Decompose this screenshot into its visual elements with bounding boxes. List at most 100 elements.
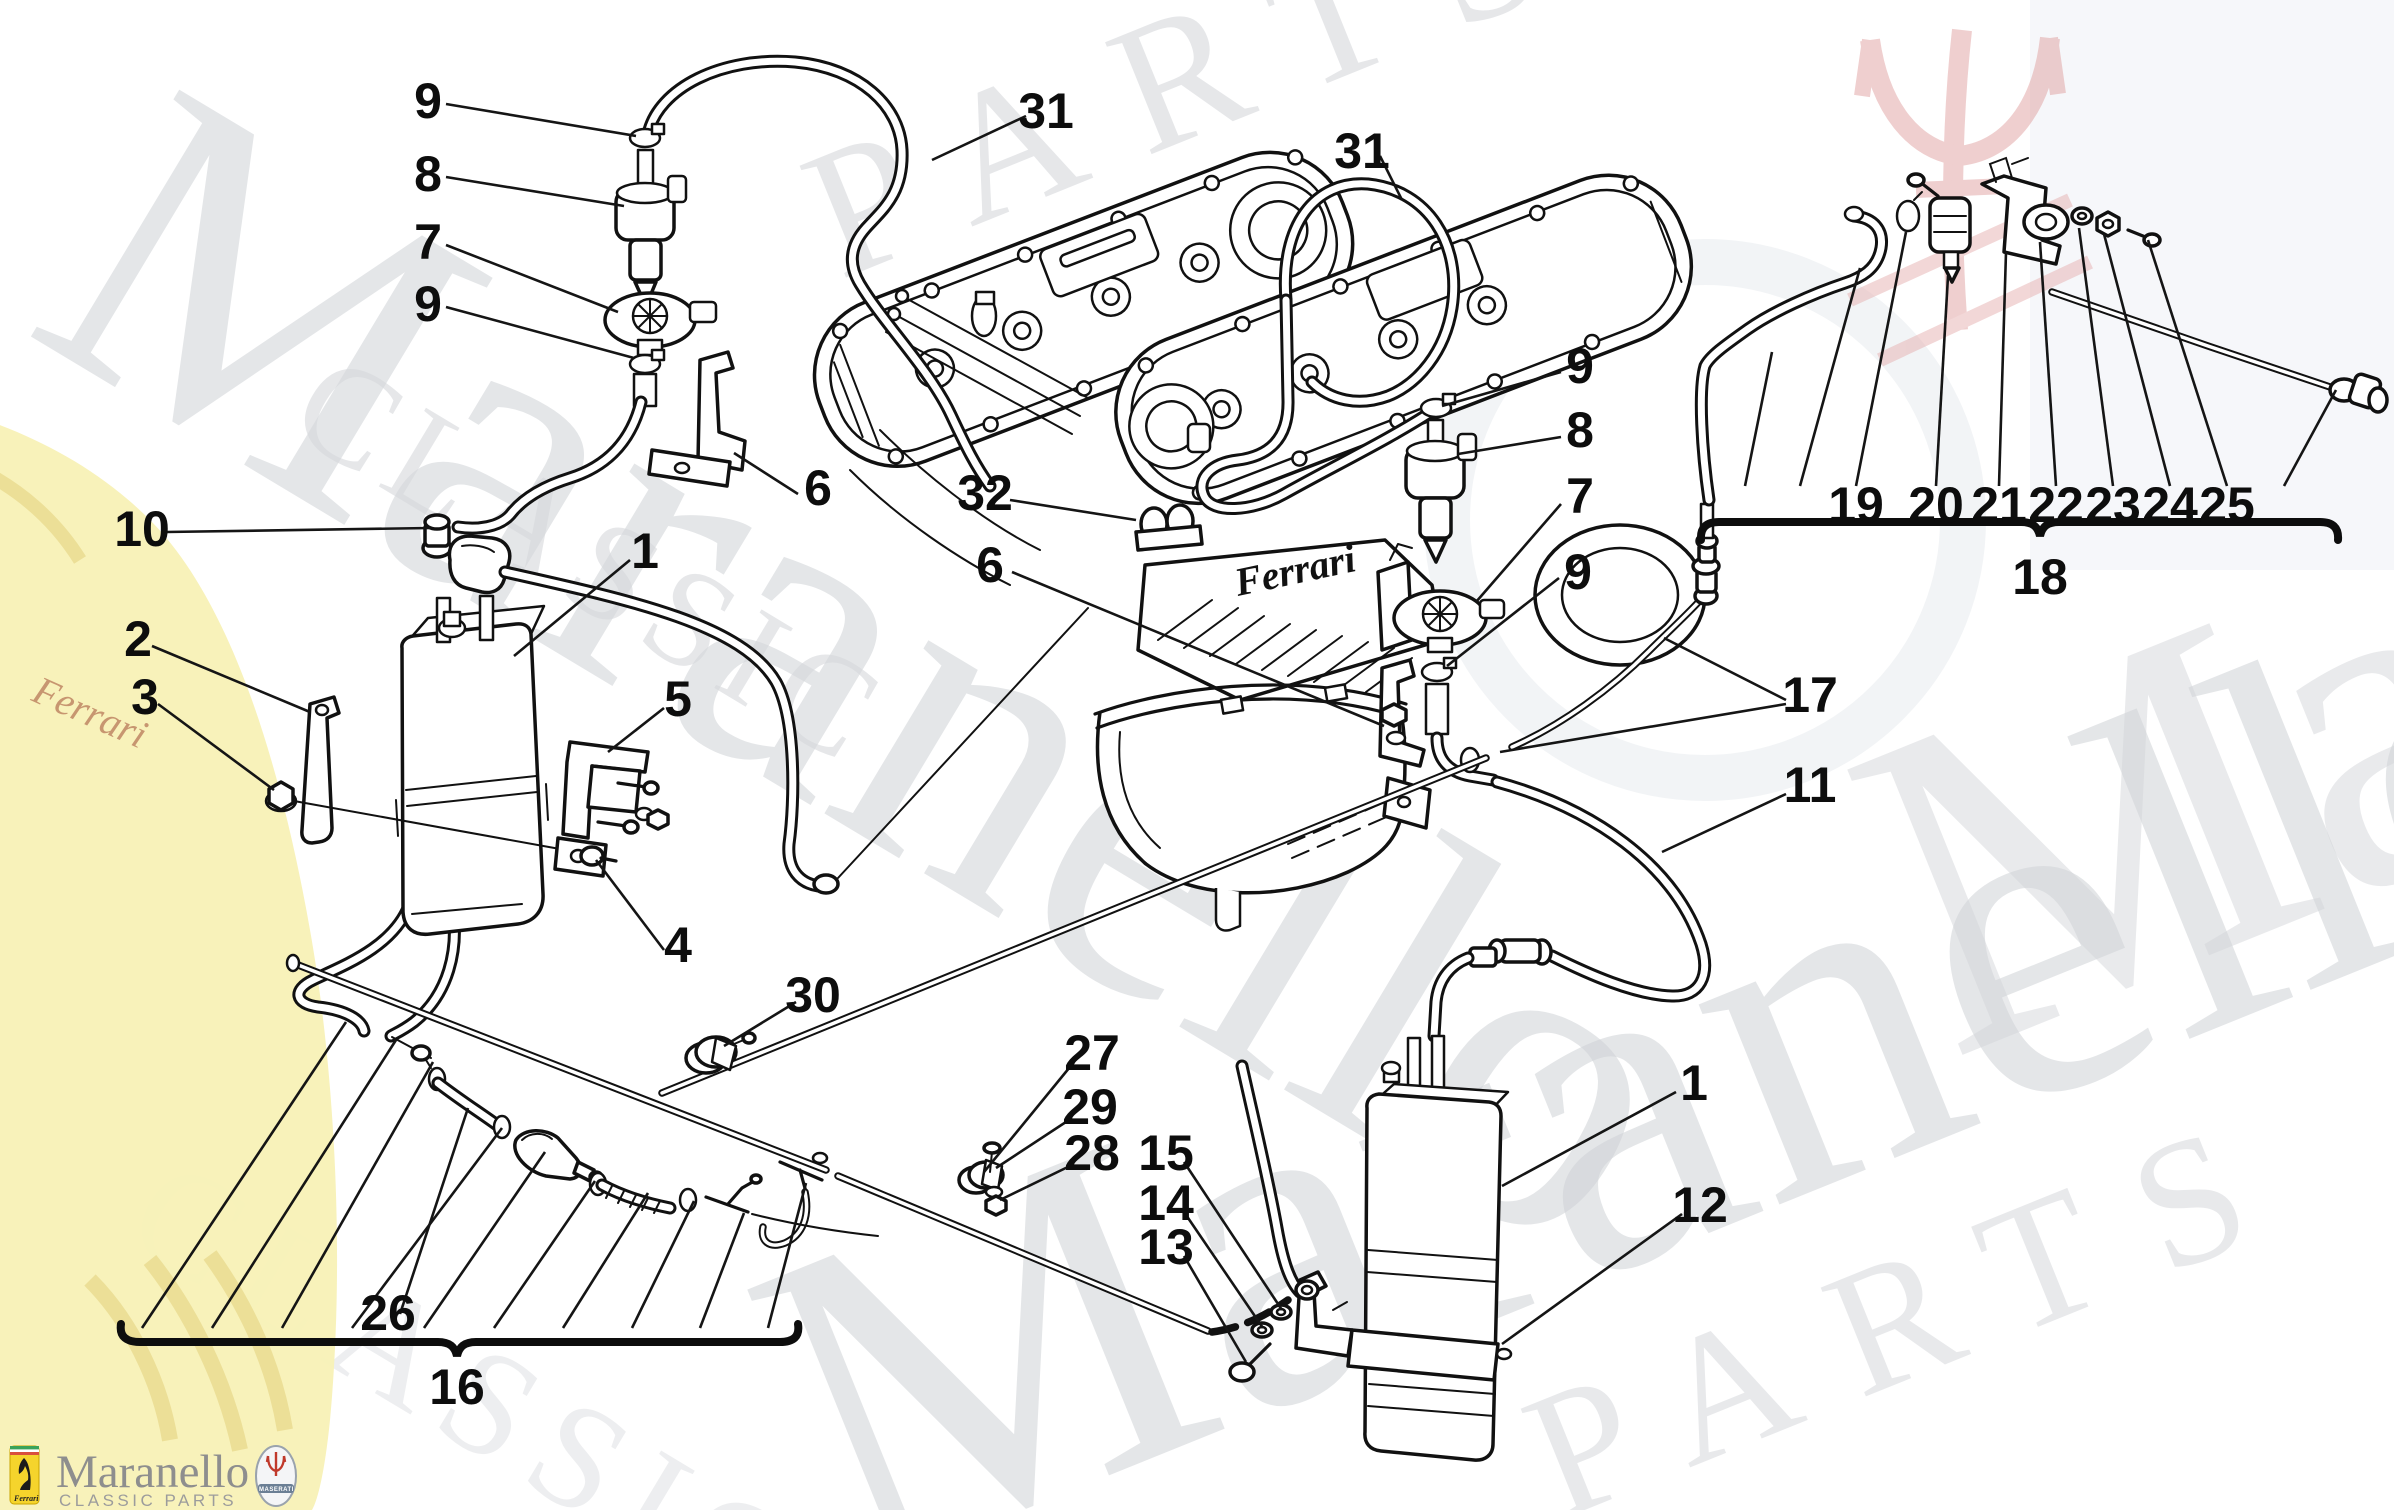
callout-20: 20 bbox=[1908, 477, 1964, 533]
right-canister-assembly bbox=[1228, 782, 1705, 1462]
callout-28: 28 bbox=[1064, 1125, 1120, 1181]
right-filter-assembly bbox=[1186, 184, 1506, 830]
bolt-axis-line bbox=[293, 800, 561, 850]
leader-11 bbox=[1661, 792, 1787, 854]
pipes-17 bbox=[658, 502, 1721, 1097]
tank-pipe bbox=[2048, 288, 2389, 414]
support-bracket-12 bbox=[1294, 1270, 1513, 1382]
cam-cover-left bbox=[812, 149, 1357, 469]
leader-1b bbox=[1501, 1090, 1677, 1188]
callout-9a: 9 bbox=[414, 73, 442, 129]
leader-2 bbox=[151, 644, 311, 714]
callout-10: 10 bbox=[114, 501, 170, 557]
nut-24 bbox=[2095, 210, 2121, 238]
callout-6a: 6 bbox=[804, 460, 832, 516]
leader-1a bbox=[513, 558, 631, 658]
callout-4: 4 bbox=[664, 917, 692, 973]
logo-wordmark: Maranello bbox=[56, 1446, 249, 1498]
leader-8b bbox=[1457, 435, 1562, 456]
clamp-30 bbox=[684, 1031, 757, 1075]
leader-14 bbox=[1182, 1211, 1265, 1329]
leader-32 bbox=[1009, 498, 1137, 522]
callout-13: 13 bbox=[1138, 1219, 1194, 1275]
callout-25: 25 bbox=[2199, 477, 2255, 533]
callout-2: 2 bbox=[124, 611, 152, 667]
grommet-15 bbox=[1294, 1279, 1320, 1301]
leader-27 bbox=[982, 1061, 1076, 1173]
leader-6a bbox=[733, 451, 799, 496]
yellow-shield-watermark: Ferrari bbox=[0, 425, 338, 1510]
callout-3: 3 bbox=[131, 669, 159, 725]
canister-pipe-2 bbox=[1430, 1034, 1446, 1094]
outlet-tube-r bbox=[1424, 682, 1450, 736]
union-10 bbox=[421, 513, 453, 559]
bracket-6b bbox=[1378, 658, 1432, 830]
callout-9d: 9 bbox=[1564, 544, 1592, 600]
brace-18 bbox=[1696, 518, 2343, 544]
cluster-18 bbox=[1701, 156, 2389, 500]
elbow-fitting bbox=[447, 534, 512, 595]
leader-7a bbox=[445, 243, 619, 314]
callout-22: 22 bbox=[2028, 477, 2084, 533]
callout-27: 27 bbox=[1064, 1025, 1120, 1081]
callout-12: 12 bbox=[1672, 1177, 1728, 1233]
leader-8a bbox=[445, 175, 625, 208]
charcoal-canister-1a bbox=[395, 594, 549, 937]
callouts-layer: 9 8 7 9 31 31 10 2 3 1 5 4 6 32 6 9 8 7 … bbox=[114, 73, 2343, 1415]
brace-16 bbox=[116, 1320, 803, 1358]
callout-11: 11 bbox=[1784, 757, 1837, 813]
callout-5: 5 bbox=[664, 671, 692, 727]
block-lines bbox=[849, 429, 1041, 586]
callout-32: 32 bbox=[957, 465, 1013, 521]
leader-9a bbox=[445, 102, 637, 138]
charcoal-canister-1b bbox=[1363, 1060, 1510, 1462]
blue-corner-watermark bbox=[2030, 0, 2394, 570]
leader-7b bbox=[1475, 503, 1562, 603]
filter-stem bbox=[636, 148, 655, 188]
callout-9c: 9 bbox=[1566, 338, 1594, 394]
callout-26: 26 bbox=[360, 1285, 416, 1341]
clamp-d bbox=[678, 1187, 698, 1213]
arc-hose-fitting bbox=[812, 607, 1089, 895]
hose-chain-16 bbox=[391, 1036, 879, 1237]
leader-5 bbox=[607, 706, 665, 754]
washer-23 bbox=[2070, 206, 2094, 226]
p-clip bbox=[1186, 422, 1212, 454]
strap-bracket-2 bbox=[300, 695, 341, 845]
clamp-19 bbox=[1895, 191, 1923, 233]
one-way-valve-26 bbox=[513, 1129, 604, 1184]
callout-numbers: 9 8 7 9 31 31 10 2 3 1 5 4 6 32 6 9 8 7 … bbox=[114, 73, 2255, 1415]
prancing-horse-icon bbox=[18, 1458, 31, 1490]
leader-9b bbox=[445, 305, 635, 360]
callout-18: 18 bbox=[2012, 549, 2068, 605]
logo-subtext: CLASSIC PARTS bbox=[59, 1491, 237, 1510]
hose-clamp-9c bbox=[1419, 392, 1457, 419]
trident-icon bbox=[265, 1452, 287, 1476]
callout-7b: 7 bbox=[1566, 468, 1594, 524]
footer-logo: Ferrari Maranello CLASSIC PARTS MASERATI bbox=[9, 1445, 297, 1510]
nut-3 bbox=[264, 780, 298, 813]
grommet-cluster-27 bbox=[957, 1141, 1008, 1217]
left-filter-assembly bbox=[603, 122, 747, 488]
callout-24: 24 bbox=[2142, 477, 2198, 533]
port-clamp bbox=[974, 290, 996, 306]
callout-6b: 6 bbox=[976, 537, 1004, 593]
clamp-32 bbox=[1134, 503, 1204, 552]
callout-21: 21 bbox=[1971, 477, 2027, 533]
fan-lines-18 bbox=[1743, 227, 2338, 487]
leader-29 bbox=[995, 1116, 1073, 1170]
left-canister-assembly bbox=[264, 513, 1089, 1036]
leader-9c bbox=[1441, 370, 1562, 408]
mount-bracket-6a bbox=[647, 350, 747, 488]
grommet-22 bbox=[2022, 203, 2070, 241]
fitting-chain bbox=[1468, 938, 1553, 968]
leader-28 bbox=[999, 1162, 1075, 1202]
vapor-filter-8a bbox=[614, 174, 688, 308]
leader-30 bbox=[723, 1000, 797, 1048]
maserati-badge-label: MASERATI bbox=[259, 1487, 294, 1493]
hose-clamp-9a bbox=[628, 122, 666, 149]
leader-13 bbox=[1182, 1255, 1248, 1363]
leader-9d bbox=[1446, 576, 1560, 668]
vapor-filter-8b bbox=[1404, 432, 1478, 564]
